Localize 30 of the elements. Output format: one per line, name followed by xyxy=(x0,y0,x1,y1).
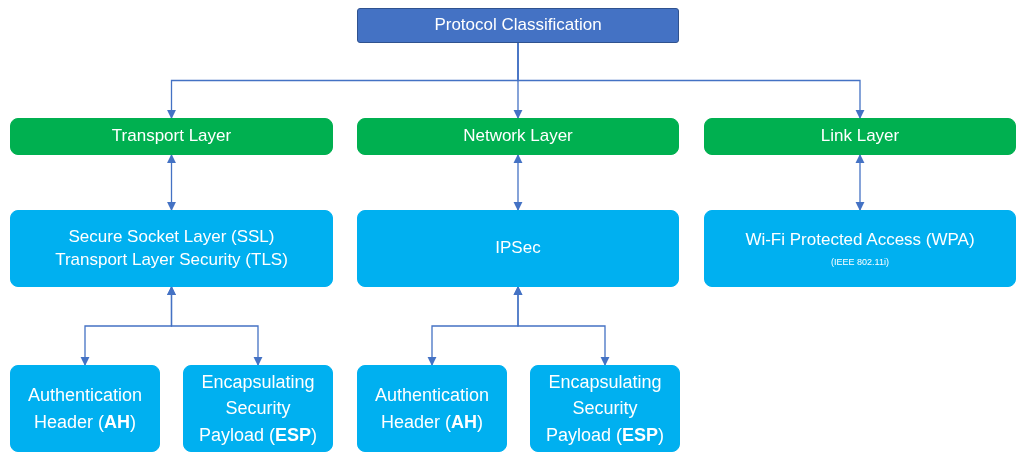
connector-arrow xyxy=(513,286,610,366)
protocol-box xyxy=(10,210,333,287)
protocol-box xyxy=(357,210,679,287)
title-box xyxy=(357,8,679,43)
connector-arrow xyxy=(855,154,865,211)
node-label: Transport Layer Security (TLS) xyxy=(55,248,288,271)
protocol-box xyxy=(704,210,1016,287)
connector-arrow xyxy=(517,42,865,119)
node-label: Encapsulating Security Payload (ESP) xyxy=(197,371,319,447)
connector-arrow xyxy=(166,286,263,366)
node-label: Authentication Header (AH) xyxy=(26,384,144,434)
node-label: Authentication Header (AH) xyxy=(373,384,491,434)
connector-arrow xyxy=(513,154,523,211)
node-label: Wi-Fi Protected Access (WPA) xyxy=(745,228,975,251)
node-label: Secure Socket Layer (SSL) xyxy=(68,225,275,248)
node-label: Link Layer xyxy=(820,125,900,148)
protocol-box xyxy=(530,365,680,452)
layer-box xyxy=(357,118,679,155)
protocol-box xyxy=(183,365,333,452)
connector-arrow xyxy=(166,154,177,211)
standard-note: (IEEE 802.11i) xyxy=(831,255,889,269)
node-label: IPSec xyxy=(495,237,541,260)
layer-box xyxy=(704,118,1016,155)
node-label: Transport Layer xyxy=(111,125,232,148)
node-label: Protocol Classification xyxy=(434,14,602,37)
layer-box xyxy=(10,118,333,155)
protocol-box xyxy=(357,365,507,452)
node-label: Encapsulating Security Payload (ESP) xyxy=(544,371,666,447)
node-label: Network Layer xyxy=(463,125,573,148)
protocol-box xyxy=(10,365,160,452)
